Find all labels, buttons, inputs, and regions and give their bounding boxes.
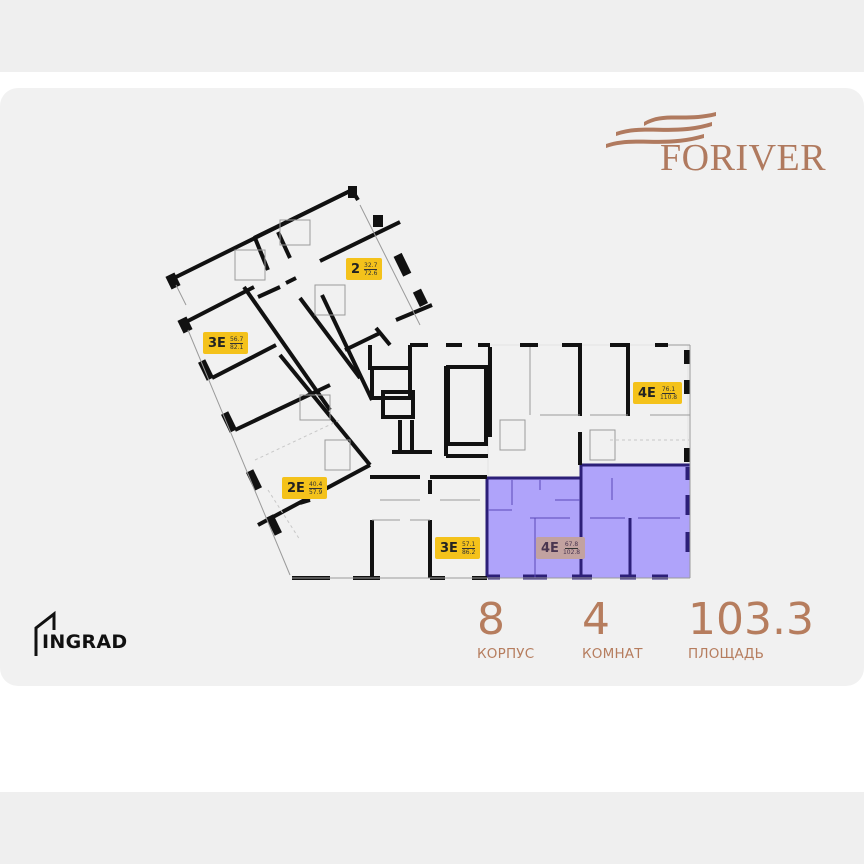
living-area: 40.4 xyxy=(308,480,323,489)
total-area: 110.8 xyxy=(659,393,678,401)
rooms-count: 4 xyxy=(582,594,610,645)
rooms-label: КОМНАТ xyxy=(582,646,643,662)
building-number: 8 xyxy=(477,594,505,645)
area-value: 103.3 xyxy=(688,594,814,645)
house-outline-icon xyxy=(34,610,56,656)
living-area: 67.8 xyxy=(564,540,579,549)
stat-area: 103.3 ПЛОЩАДЬ xyxy=(688,594,814,663)
total-area: 102.8 xyxy=(562,548,581,556)
waves-icon xyxy=(606,112,716,148)
living-area: 32.7 xyxy=(364,261,378,270)
living-area: 76.1 xyxy=(661,385,676,394)
apartment-type: 3E xyxy=(208,335,226,351)
area-label: ПЛОЩАДЬ xyxy=(688,646,765,662)
plan-card xyxy=(0,88,864,686)
total-area: 86.2 xyxy=(461,548,476,556)
building-label: КОРПУС xyxy=(477,646,535,662)
ingrad-wordmark: INGRAD xyxy=(42,631,128,653)
foriver-wordmark: FORIVER xyxy=(660,137,827,179)
apartment-type: 2 xyxy=(351,261,361,277)
stat-rooms: 4 КОМНАТ xyxy=(582,594,643,663)
living-area: 56.7 xyxy=(229,335,244,344)
apartment-type: 3E xyxy=(440,540,458,556)
foriver-logo: FORIVER xyxy=(604,110,826,180)
total-area: 57.9 xyxy=(308,488,323,496)
apartment-type: 4E xyxy=(541,540,559,556)
selected-apartment-area[interactable] xyxy=(485,463,691,580)
total-area: 82.1 xyxy=(229,343,244,351)
living-area: 57.1 xyxy=(461,540,476,549)
total-area: 72.6 xyxy=(364,269,378,277)
apartment-type: 2E xyxy=(287,480,305,496)
apartment-type: 4E xyxy=(638,385,656,401)
ingrad-logo: INGRAD xyxy=(32,610,142,660)
stat-building: 8 КОРПУС xyxy=(477,594,535,663)
